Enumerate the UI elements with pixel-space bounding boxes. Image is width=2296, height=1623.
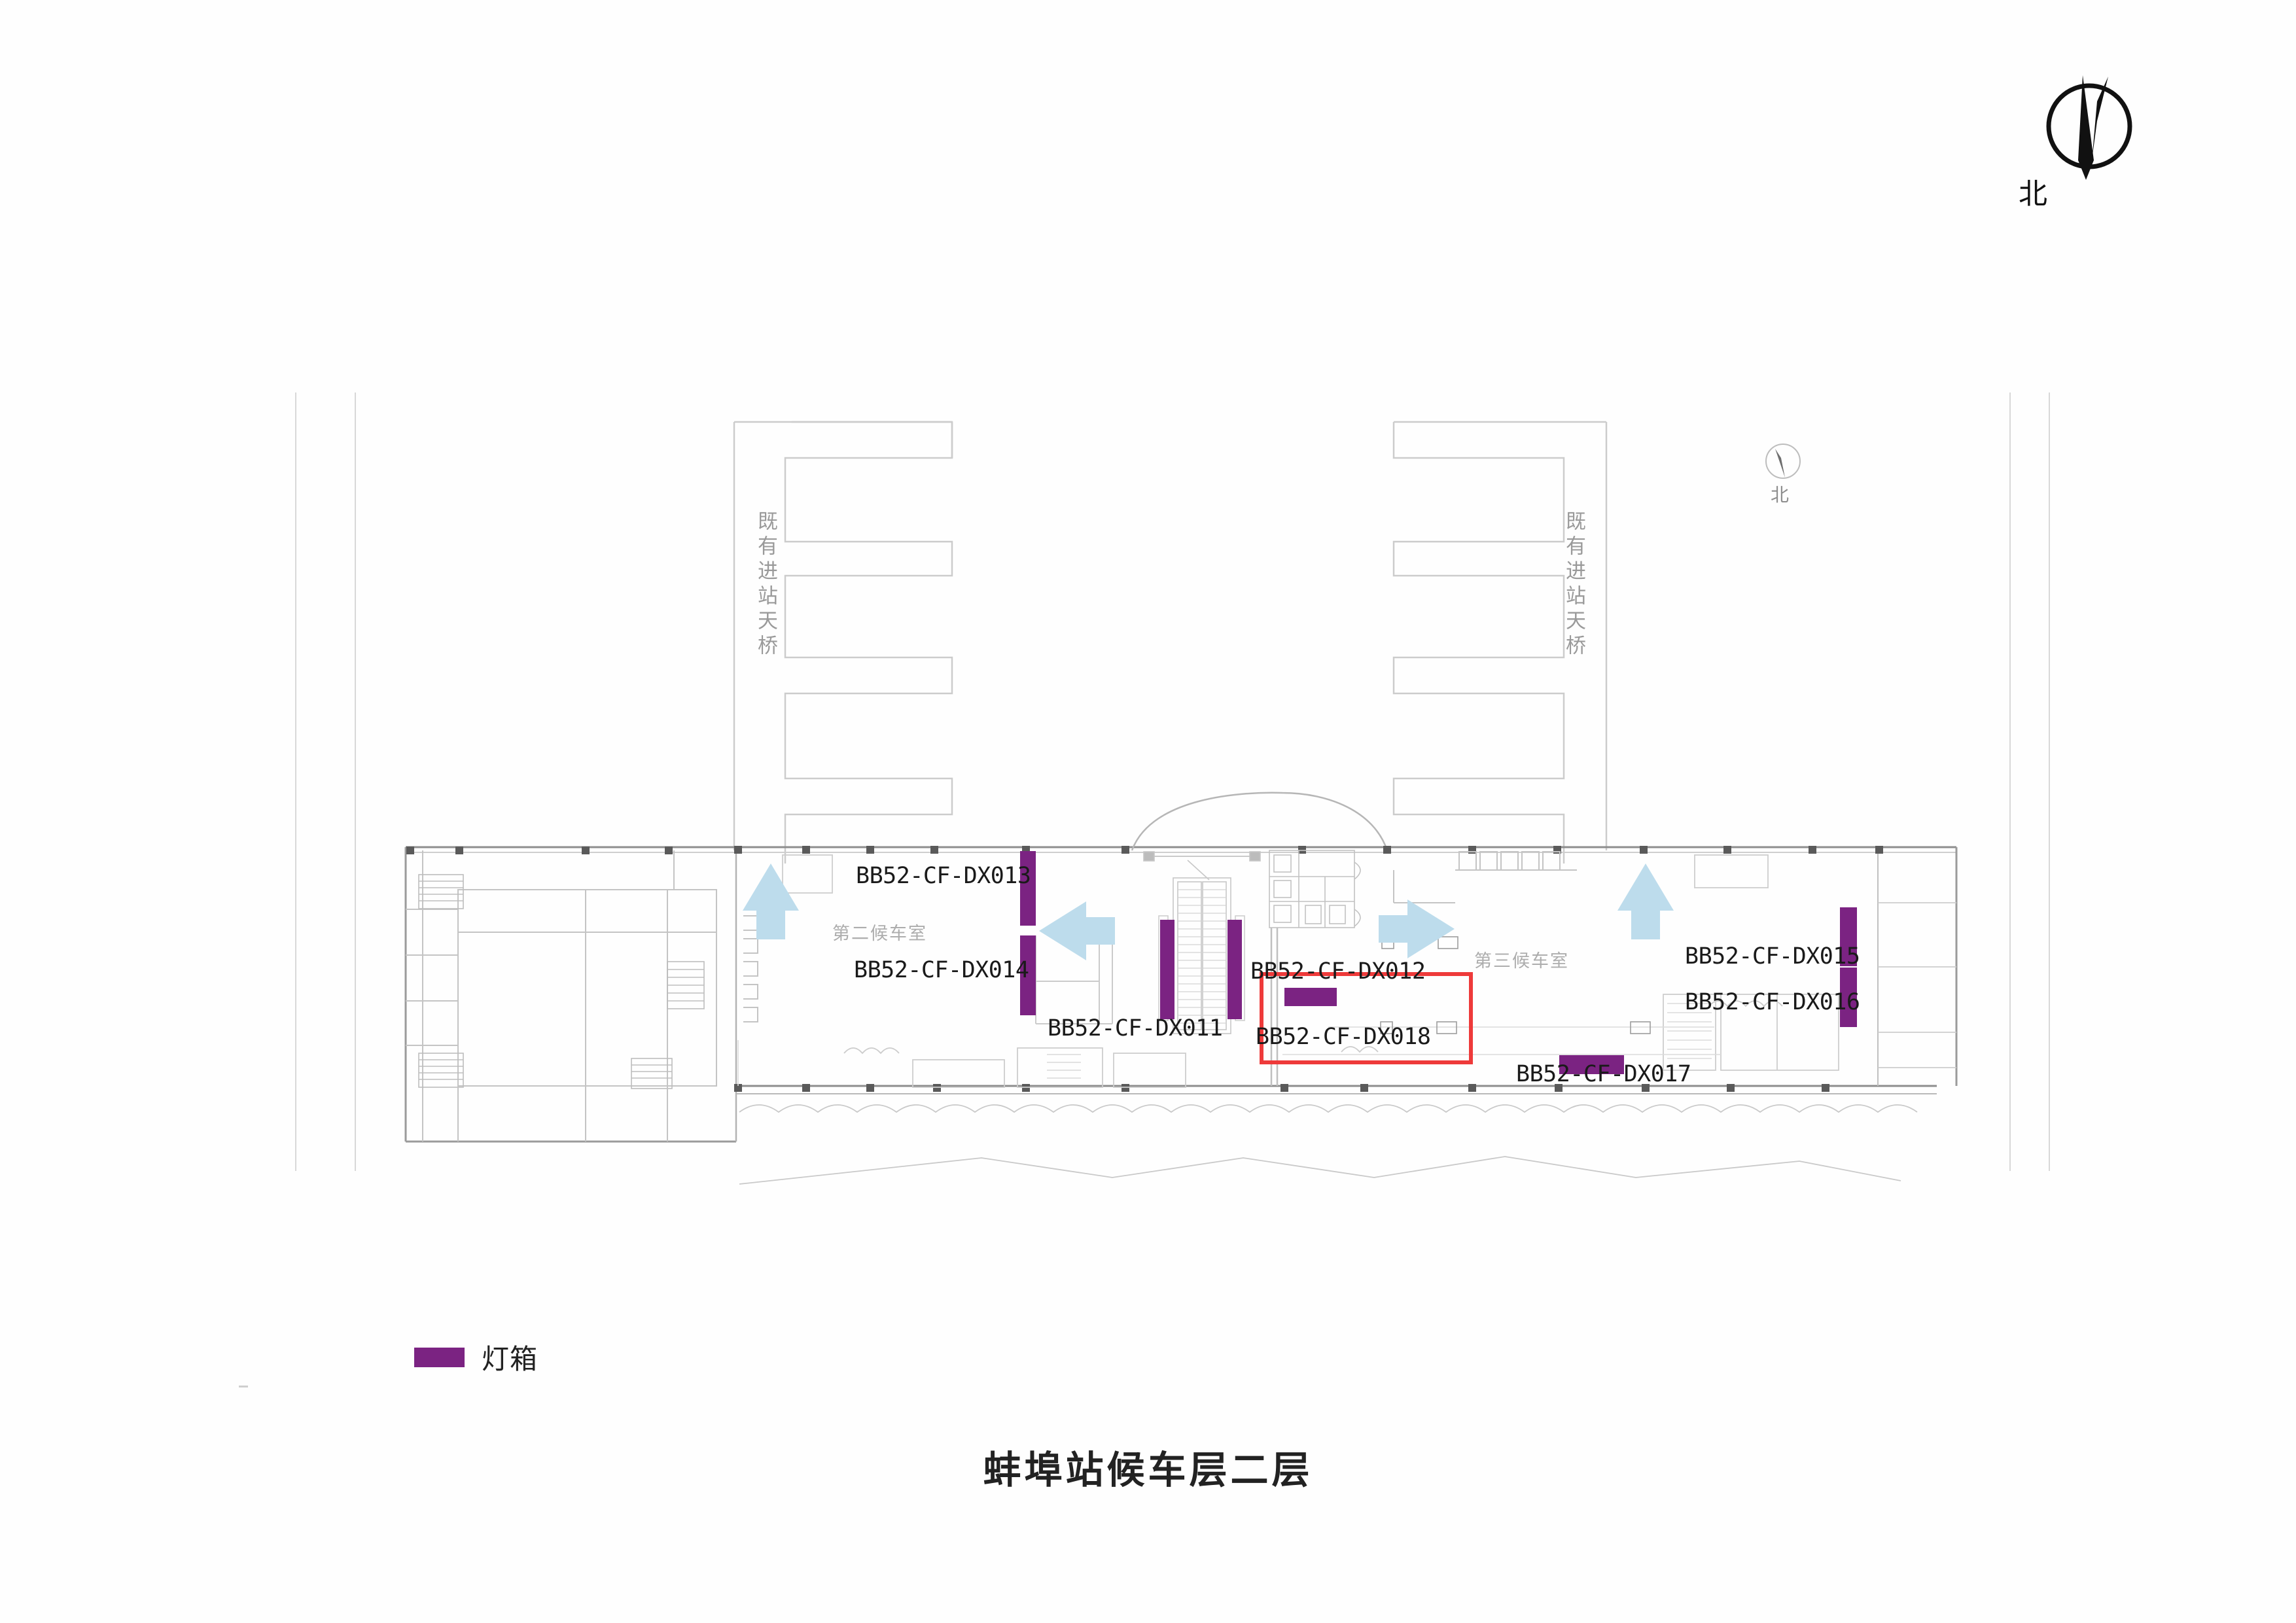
lightbox-shapes (1020, 851, 1857, 1074)
lightbox-BB52-CF-DX016 (1840, 968, 1857, 1027)
legend-swatch-lightbox (414, 1347, 465, 1367)
concourse-arch (1131, 792, 1388, 851)
page-title: 蚌埠站候车层二层 (983, 1448, 1313, 1492)
west-block-rooms (406, 850, 717, 1142)
lightbox-BB52-CF-DX015 (1840, 907, 1857, 966)
lightbox-label-dx013: BB52-CF-DX013 (856, 863, 1031, 889)
bridge-right-label: 既有进站天桥 (1562, 510, 1585, 659)
arrow-right-to-waiting3 (1379, 899, 1455, 958)
lightbox-BB52-CF-DX012 (1227, 920, 1242, 1019)
arrow-up-left-entry (743, 864, 799, 939)
room-label-third-waiting: 第三候车室 (1474, 951, 1569, 971)
lightbox-label-dx011: BB52-CF-DX011 (1048, 1015, 1223, 1041)
lightbox-BB52-CF-DX013 (1020, 851, 1036, 926)
mini-north-label: 北 (1771, 484, 1790, 506)
legend: 灯箱 (414, 1337, 538, 1377)
platform-canopy (739, 1104, 1918, 1185)
stray-mark (239, 1386, 248, 1387)
queue-barriers (1393, 851, 1577, 903)
bridge-right-outline (1392, 421, 1608, 864)
lightbox-BB52-CF-DX017 (1559, 1055, 1624, 1074)
lightbox-label-dx012: BB52-CF-DX012 (1250, 958, 1426, 985)
highlight-box-dx018 (1260, 972, 1473, 1064)
direction-arrows-group (743, 864, 1674, 960)
compass-rose: 北 (2012, 62, 2163, 226)
mini-north-icon (1765, 444, 1801, 479)
lightbox-label-dx014: BB52-CF-DX014 (854, 957, 1029, 983)
room-label-second-waiting: 第二候车室 (832, 924, 927, 944)
arrow-left-to-waiting2 (1039, 901, 1115, 960)
site-guide-lines (295, 393, 2050, 1171)
lightbox-label-dx017: BB52-CF-DX017 (1516, 1061, 1691, 1087)
lightbox-label-dx016: BB52-CF-DX016 (1685, 989, 1860, 1015)
lightbox-BB52-CF-DX014 (1020, 935, 1036, 1015)
legend-label-lightbox: 灯箱 (482, 1343, 539, 1375)
building-envelope (404, 846, 1958, 1143)
compass-north-label: 北 (2019, 177, 2047, 211)
lightbox-label-dx018: BB52-CF-DX018 (1256, 1024, 1431, 1050)
bridge-left-label: 既有进站天桥 (754, 510, 777, 659)
lightbox-BB52-CF-DX018 (1284, 988, 1337, 1006)
service-core (1269, 850, 1361, 928)
annotation-tags (1380, 936, 1651, 1034)
lightbox-BB52-CF-DX011 (1160, 920, 1174, 1019)
bridge-left-outline (733, 421, 953, 864)
compass-rose-icon (2046, 75, 2132, 180)
arrow-up-right-entry (1617, 864, 1674, 939)
lightbox-label-dx015: BB52-CF-DX015 (1685, 943, 1860, 969)
minor-rooms (782, 854, 1956, 1088)
